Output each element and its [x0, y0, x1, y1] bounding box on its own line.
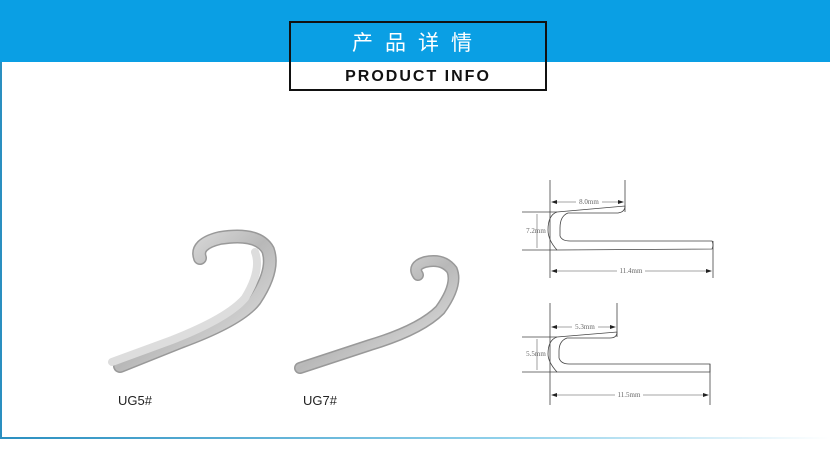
dim-height-ug5: 7.2mm [526, 227, 546, 235]
frame-border-left [0, 62, 2, 439]
section-title-box: 产品详情 PRODUCT INFO [289, 21, 547, 91]
product-label-ug5: UG5# [118, 393, 152, 408]
section-title-en: PRODUCT INFO [345, 68, 491, 85]
diagram-ug7-arrows [551, 325, 709, 397]
dim-length-ug5: 11.4mm [620, 267, 643, 275]
frame-border-bottom [0, 437, 830, 439]
dim-width-ug5: 8.0mm [579, 198, 599, 206]
diagram-ug5-arrows [551, 200, 712, 273]
dim-length-ug7: 11.5mm [618, 391, 641, 399]
dim-height-ug7: 5.5mm [526, 350, 546, 358]
diagram-ug7 [522, 303, 711, 405]
diagram-ug5 [522, 180, 714, 278]
product-label-ug7: UG7# [303, 393, 337, 408]
hook-ug7-image [294, 255, 460, 374]
section-title-cn: 产品详情 [352, 31, 484, 55]
dim-width-ug7: 5.3mm [575, 323, 595, 331]
hook-ug5-image [108, 229, 277, 373]
header-banner [0, 0, 830, 62]
